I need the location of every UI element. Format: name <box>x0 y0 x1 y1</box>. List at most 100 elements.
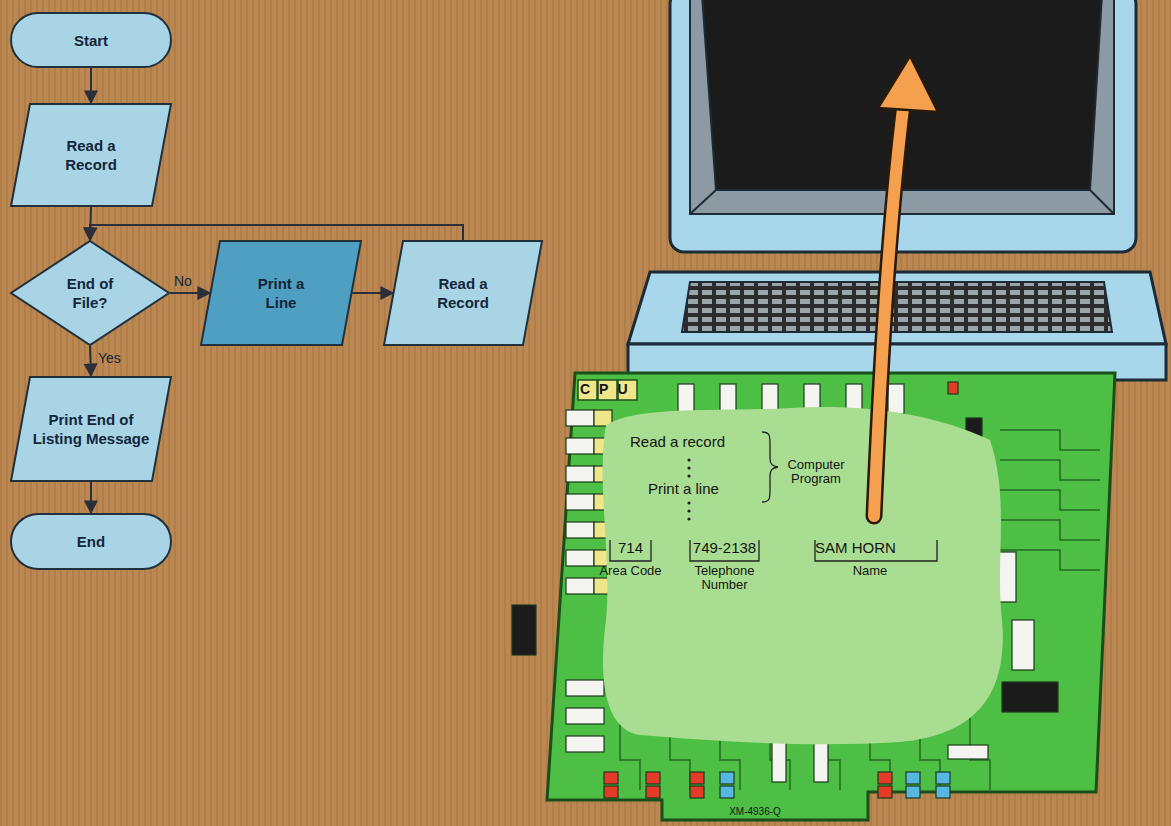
program-brace <box>762 432 778 502</box>
board-chip <box>948 745 988 759</box>
flow-arrow <box>90 225 463 240</box>
node-text: Start <box>74 31 108 50</box>
board-chip <box>566 410 594 426</box>
board-chip <box>1012 620 1034 670</box>
board-part <box>878 786 892 798</box>
board-trace <box>1000 490 1100 510</box>
board-chip <box>720 384 736 414</box>
flow-arrow <box>90 482 92 513</box>
io-parallelogram: Print a Line <box>200 240 362 346</box>
node-text: End <box>77 532 105 551</box>
circuit-board <box>512 373 1115 820</box>
keyboard-part <box>628 272 1166 344</box>
io-parallelogram: Print End of Listing Message <box>10 376 172 482</box>
board-chip <box>566 522 594 538</box>
decision-diamond-fill <box>11 241 169 345</box>
board-part <box>878 772 892 784</box>
board-chip <box>678 384 694 414</box>
program-line: Print a line <box>648 481 758 498</box>
board-chip <box>814 742 828 782</box>
board-chip <box>888 384 904 414</box>
ellipsis-dots-part <box>687 501 690 504</box>
io-parallelogram-outline <box>200 240 362 346</box>
board-chip <box>566 736 604 752</box>
io-parallelogram: Read a Record <box>10 103 172 207</box>
board-trace <box>1000 430 1100 450</box>
io-parallelogram-fill <box>384 241 542 345</box>
decision-diamond-outline <box>10 240 170 346</box>
ellipsis-dots-part <box>687 509 690 512</box>
io-parallelogram: Read a Record <box>383 240 543 346</box>
field-name: Name <box>840 564 900 578</box>
bracket-label: Computer Program <box>778 458 854 487</box>
io-parallelogram-fill <box>11 377 171 481</box>
io-parallelogram-fill <box>201 241 361 345</box>
board-chip <box>566 578 594 594</box>
keyboard-part <box>682 282 1112 332</box>
board-trace <box>1000 520 1100 540</box>
ellipsis-dots-part <box>687 517 690 520</box>
orange-arrow-part <box>874 100 904 516</box>
field-bracket-part <box>815 540 937 561</box>
node-text: Print End of Listing Message <box>32 410 150 448</box>
board-part <box>936 772 950 784</box>
node-text: Read a Record <box>56 136 126 174</box>
node-text: End of File? <box>62 274 118 312</box>
board-part <box>690 786 704 798</box>
board-chip <box>512 605 536 655</box>
board-part <box>906 786 920 798</box>
orange-arrow <box>874 56 938 516</box>
ellipsis-dots-part <box>687 458 690 461</box>
board-part-number: XM-4936-Q <box>700 806 810 817</box>
board-chip <box>566 466 594 482</box>
node-text: Read a Record <box>428 274 498 312</box>
terminal-pill-fill <box>11 13 171 67</box>
edge-label: No <box>174 273 192 289</box>
flow-arrow <box>90 68 92 103</box>
terminal-pill-fill <box>11 514 171 569</box>
field-name: Telephone Number <box>674 564 775 593</box>
circuit-board-part <box>547 373 1115 820</box>
node-text: Print a Line <box>246 274 316 312</box>
board-part <box>604 772 618 784</box>
io-parallelogram-outline <box>10 103 172 207</box>
board-chip <box>566 680 604 696</box>
board-led <box>948 382 958 394</box>
flow-arrow <box>352 292 393 294</box>
ellipsis-dots-part <box>687 474 690 477</box>
board-chip <box>566 438 594 454</box>
field-bracket <box>610 540 937 561</box>
edge-label: Yes <box>98 350 121 366</box>
board-part <box>690 772 704 784</box>
board-part <box>936 786 950 798</box>
chip-label: CPU <box>580 382 640 397</box>
io-parallelogram-fill <box>11 104 171 206</box>
board-part <box>646 772 660 784</box>
field-value: 749-2138 <box>688 540 761 557</box>
orange-arrow-part <box>878 56 938 112</box>
flow-arrow <box>90 346 91 376</box>
terminal-pill: Start <box>10 12 172 68</box>
board-chip <box>772 742 786 782</box>
orange-arrow-part <box>874 100 904 516</box>
program-brace-part <box>762 432 778 502</box>
board-part <box>604 786 618 798</box>
circuit-board-part <box>603 407 1003 744</box>
program-line: Read a record <box>630 434 755 451</box>
board-chip <box>566 550 594 566</box>
board-part <box>906 772 920 784</box>
board-part <box>646 786 660 798</box>
decision-diamond: End of File? <box>10 240 170 346</box>
board-part <box>720 786 734 798</box>
board-chip <box>1002 682 1058 712</box>
ellipsis-dots-part <box>687 466 690 469</box>
flow-arrow <box>170 292 210 294</box>
field-name: Area Code <box>595 564 666 578</box>
field-value: SAM HORN <box>815 540 921 557</box>
board-chip <box>566 708 604 724</box>
board-chip <box>566 494 594 510</box>
io-parallelogram-outline <box>383 240 543 346</box>
